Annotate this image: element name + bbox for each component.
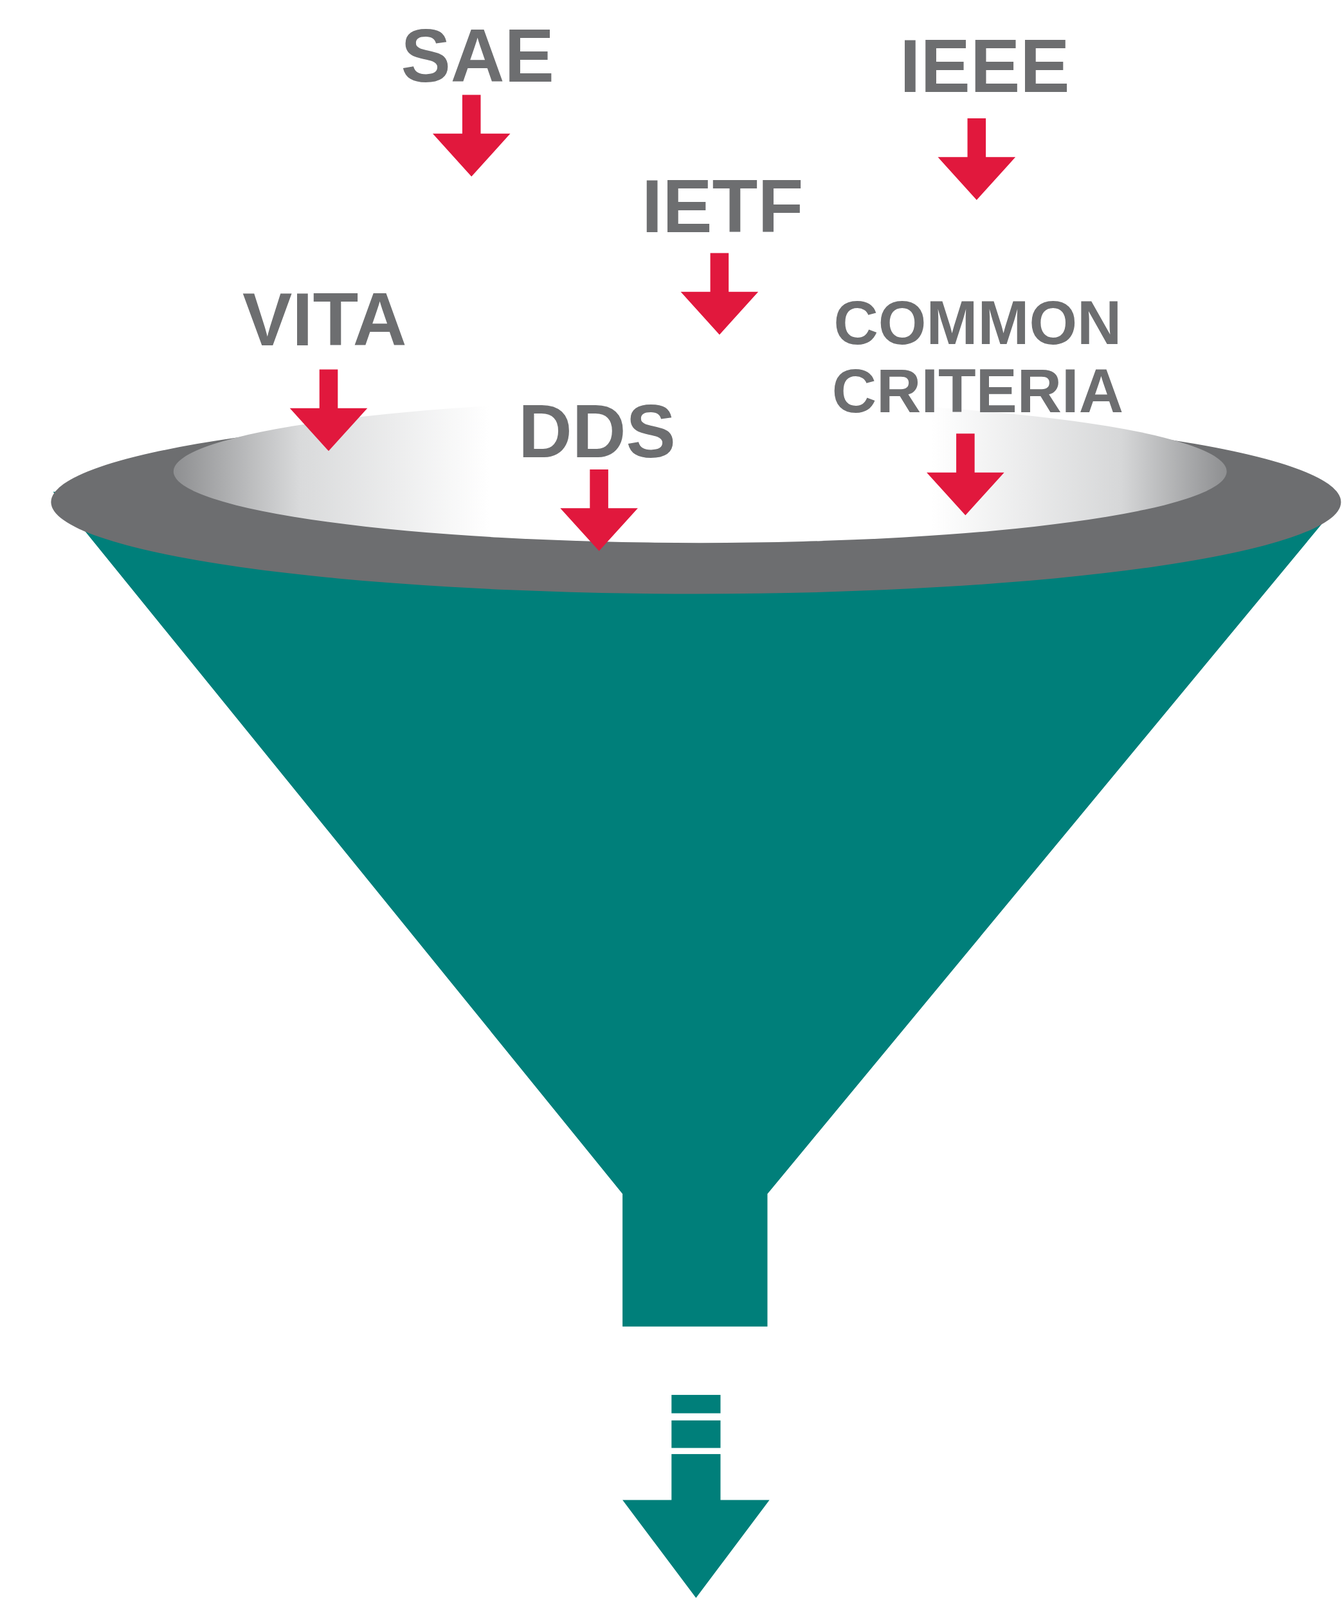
input-arrow <box>290 369 368 451</box>
standard-label: IETF <box>641 169 804 244</box>
standard-label: IEEE <box>899 28 1070 104</box>
input-arrow <box>560 469 638 552</box>
output-arrowhead <box>622 1500 770 1598</box>
input-arrow <box>926 433 1005 516</box>
output-dash <box>671 1394 721 1414</box>
output-shaft <box>671 1453 721 1503</box>
standard-label: VITA <box>242 282 408 357</box>
input-arrow <box>432 95 511 177</box>
standard-label: SAE <box>400 18 555 94</box>
input-arrow <box>938 118 1016 200</box>
standard-label: DDS <box>518 394 676 469</box>
input-arrow <box>680 253 759 336</box>
funnel-cone <box>53 491 1341 1327</box>
output-dash <box>671 1420 721 1449</box>
standard-label: COMMON CRITERIA <box>797 289 1158 426</box>
